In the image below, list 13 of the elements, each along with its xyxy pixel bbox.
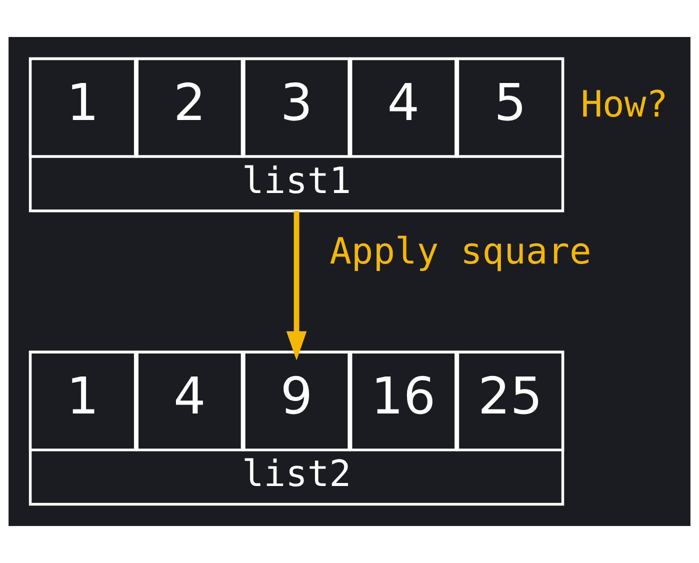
node-box: 9 [242,350,350,452]
node-box: 3 [242,57,350,158]
node-box: 1 [28,350,137,452]
node-box: 25 [456,350,564,452]
node-box: 4 [136,350,244,452]
node-box: 2 [136,57,244,158]
arrow [286,210,307,360]
node-box: 16 [350,350,458,452]
edge-label: Apply square [330,229,592,272]
node-box: 4 [350,57,458,158]
label: How? [580,82,668,126]
node-box: 5 [456,57,564,158]
node-box: 1 [28,57,137,158]
